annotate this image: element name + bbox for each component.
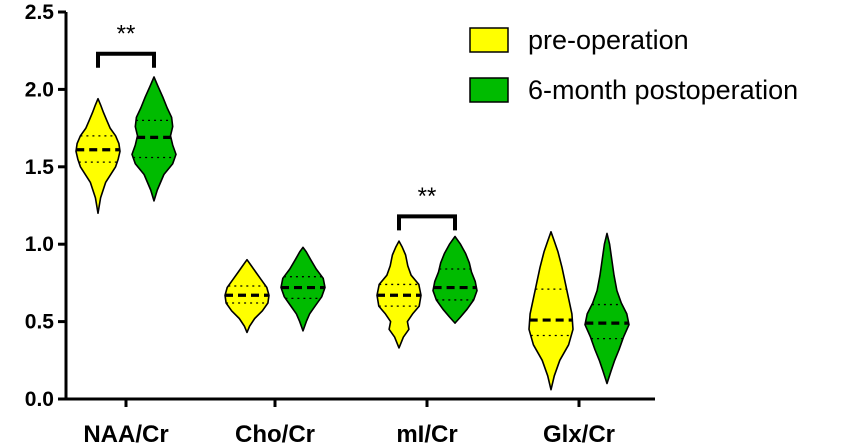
violin-mi-cr-series-2 [432, 235, 478, 324]
y-tick-label: 1.0 [25, 233, 54, 256]
violin-naa-cr-series-1 [75, 97, 121, 214]
violin-mi-cr-series-1 [376, 240, 422, 349]
significance-bracket [397, 214, 457, 231]
x-tick-label: mI/Cr [396, 421, 457, 447]
violin-glx-cr-series-1 [528, 231, 574, 391]
y-tick-label: 1.5 [25, 156, 55, 179]
y-tick-label: 0.0 [25, 388, 54, 411]
violin-plots [75, 76, 630, 391]
legend-label: 6-month postoperation [528, 75, 798, 105]
violin-cho-cr-series-2 [280, 246, 326, 332]
violin-glx-cr-series-2 [584, 232, 630, 385]
significance-label: ** [418, 183, 437, 210]
significance-annotations: ** ** [96, 21, 457, 231]
legend-swatch [469, 27, 509, 53]
violin-cho-cr-series-1 [224, 258, 270, 334]
y-tick-label: 2.0 [25, 78, 54, 101]
legend: pre-operation 6-month postoperation [469, 25, 798, 105]
significance-bracket [96, 51, 156, 68]
legend-swatch [469, 77, 509, 103]
x-tick-label: Cho/Cr [235, 421, 315, 447]
y-tick-label: 0.5 [25, 311, 55, 334]
significance-label: ** [117, 21, 136, 48]
x-axis-labels: NAA/Cr Cho/Cr mI/Cr Glx/Cr [83, 421, 615, 447]
legend-label: pre-operation [528, 25, 689, 55]
x-tick-label: NAA/Cr [83, 421, 168, 447]
x-tick-label: Glx/Cr [543, 421, 615, 447]
y-axis: 0.0 0.5 1.0 1.5 2.0 2.5 [25, 1, 655, 411]
y-tick-label: 2.5 [25, 1, 55, 24]
